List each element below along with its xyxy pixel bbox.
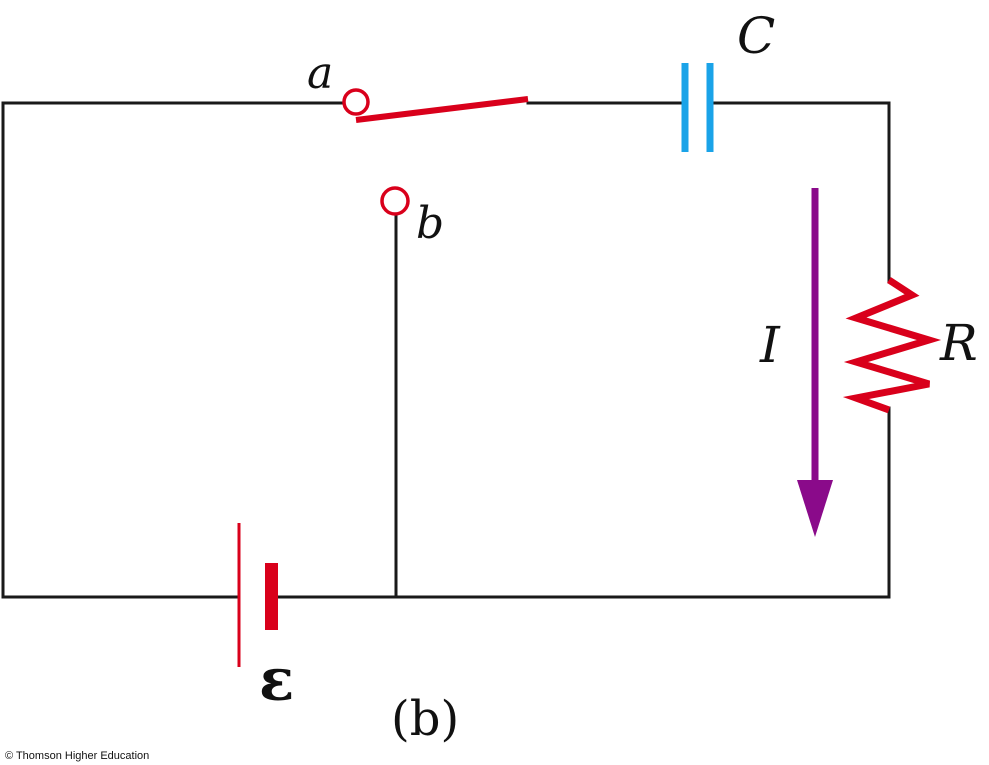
resistor-label: R xyxy=(939,314,978,372)
node-a-label: a xyxy=(307,48,333,99)
switch-blade xyxy=(355,96,529,123)
resistor-zigzag xyxy=(842,277,942,414)
current-arrow xyxy=(797,188,833,537)
current-label: I xyxy=(759,316,781,374)
node-b-terminal xyxy=(380,186,410,216)
node-b-label: b xyxy=(416,198,444,249)
current-arrow-head xyxy=(797,480,833,537)
emf-label: ε xyxy=(259,646,294,714)
battery xyxy=(237,523,278,667)
capacitor xyxy=(681,63,714,152)
switch xyxy=(342,88,529,216)
copyright-notice: © Thomson Higher Education xyxy=(5,750,149,762)
wires xyxy=(1,101,891,599)
capacitor-label: C xyxy=(737,7,775,65)
battery-short-plate xyxy=(265,563,278,630)
figure-label: (b) xyxy=(391,691,459,747)
node-a-terminal xyxy=(342,88,370,116)
